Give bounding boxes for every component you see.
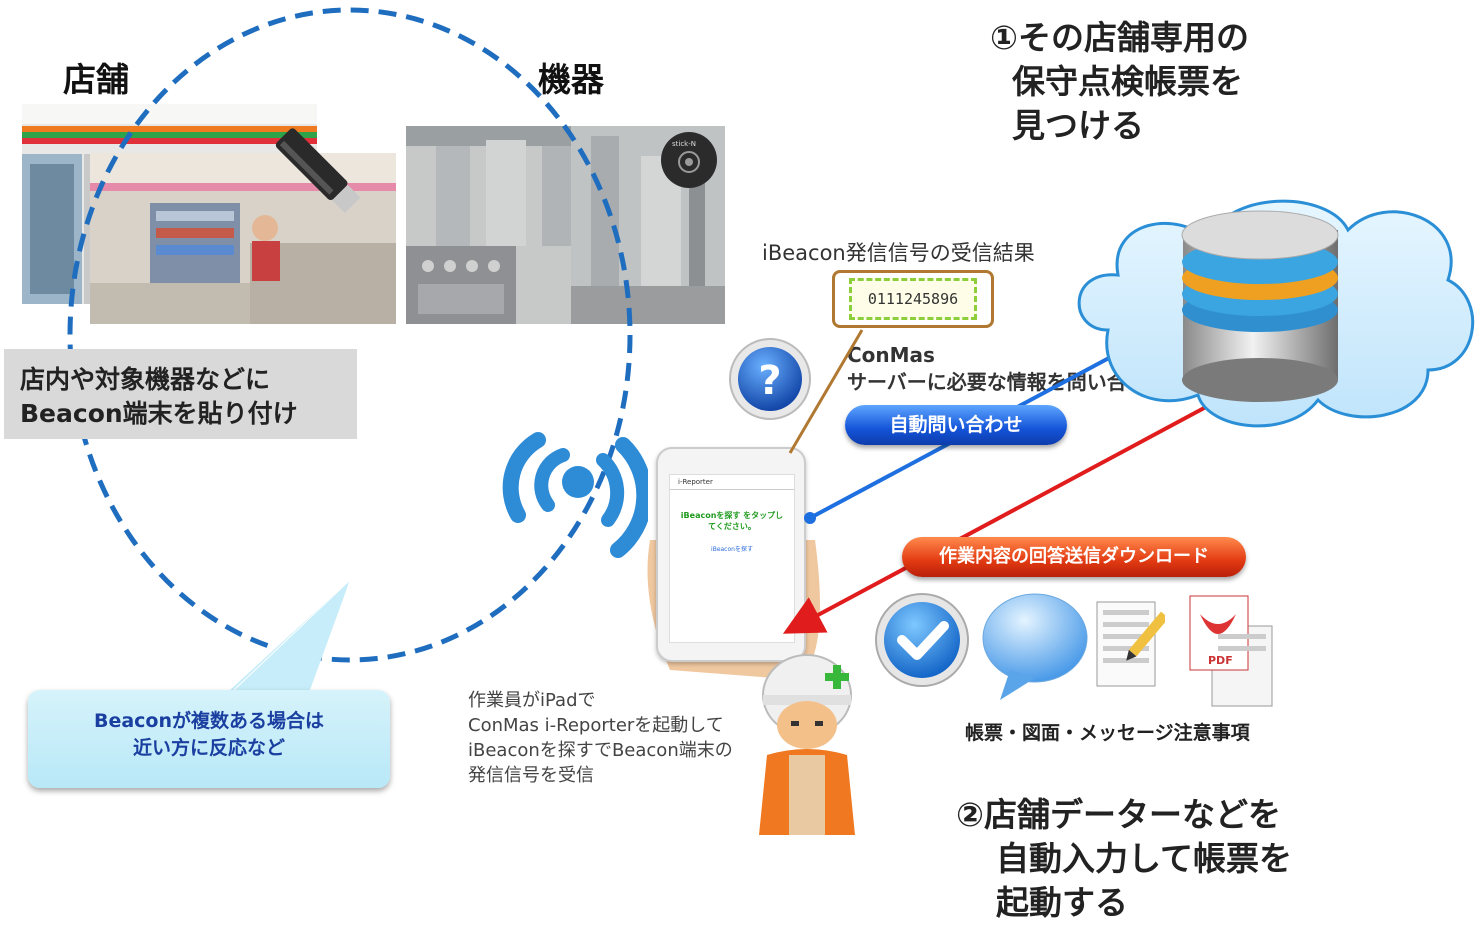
checkmark-icon: [872, 592, 972, 692]
step1-text: ①その店舗専用の 保守点検帳票を 見つける: [990, 16, 1249, 148]
pdf-label: PDF: [1208, 654, 1233, 667]
equipment-right-illustration: [571, 126, 725, 324]
app-title-bar: i-Reporter: [670, 475, 794, 490]
attach-beacon-line1: 店内や対象機器などに: [20, 365, 271, 394]
worker-line1: 作業員がiPadで: [468, 690, 596, 711]
ipad-tablet: i-Reporter iBeaconを探す をタップし てください。 iBeac…: [656, 447, 806, 662]
app-name: i-Reporter: [678, 478, 713, 486]
worker-line4: 発信信号を受信: [468, 765, 594, 786]
round-beacon-icon: [659, 130, 719, 194]
step1-line3: 見つける: [1012, 106, 1144, 145]
document-pencil-icon: [1095, 600, 1169, 694]
attach-beacon-line2: Beacon端末を貼り付け: [20, 399, 298, 428]
step2-text: ②店舗データーなどを 自動入力して帳票を 起動する: [956, 793, 1292, 925]
attach-beacon-note: 店内や対象機器などに Beacon端末を貼り付け: [4, 349, 357, 439]
equipment-photo-right: [571, 126, 725, 324]
usb-beacon-icon: [268, 112, 368, 236]
callout-line2: 近い方に反応など: [132, 737, 285, 759]
signal-waves-icon: [478, 400, 653, 564]
worker-line3: iBeaconを探すでBeacon端末の: [468, 740, 733, 761]
app-message-line2: てください。: [708, 522, 756, 531]
callout-line1: Beaconが複数ある場合は: [93, 710, 325, 732]
worker-description: 作業員がiPadで ConMas i-Reporterを起動して iBeacon…: [468, 688, 733, 788]
docs-caption: 帳票・図面・メッセージ注意事項: [965, 722, 1250, 744]
signal-value: 0111245896: [849, 278, 977, 320]
app-message-line1: iBeaconを探す をタップし: [680, 511, 784, 520]
database-cloud-icon: [1068, 180, 1478, 439]
find-ibeacon-link[interactable]: iBeaconを探す: [711, 546, 753, 553]
step2-line3: 起動する: [996, 883, 1128, 922]
step2-line1: ②店舗データーなどを: [956, 795, 1281, 834]
conmas-query-text: ConMas サーバーに必要な情報を問い合わせ: [847, 342, 1167, 396]
worker-line2: ConMas i-Reporterを起動して: [468, 715, 724, 736]
store-heading: 店舗: [63, 60, 129, 99]
download-button[interactable]: 作業内容の回答送信ダウンロード: [902, 537, 1246, 577]
step2-line2: 自動入力して帳票を: [996, 839, 1293, 878]
step1-line1: ①その店舗専用の: [990, 18, 1249, 57]
pdf-icon: [1188, 594, 1283, 718]
conmas-line2: サーバーに必要な情報を問い合わせ: [847, 370, 1167, 394]
equipment-heading: 機器: [538, 60, 604, 99]
signal-title: iBeacon発信信号の受信結果: [762, 241, 1035, 265]
conmas-line1: ConMas: [847, 343, 935, 367]
multiple-beacon-callout: Beaconが複数ある場合は 近い方に反応など: [28, 690, 390, 788]
speech-bubble-icon: [980, 590, 1090, 706]
tablet-screen: i-Reporter iBeaconを探す をタップし てください。 iBeac…: [669, 474, 795, 643]
signal-result-box: 0111245896: [832, 270, 994, 328]
question-icon: ?: [722, 336, 818, 426]
app-message: iBeaconを探す をタップし てください。: [670, 510, 794, 532]
svg-text:?: ?: [758, 358, 781, 404]
beacon-device-label: stick-N: [672, 140, 697, 148]
auto-query-button[interactable]: 自動問い合わせ: [845, 405, 1067, 445]
worker-icon: [737, 645, 877, 849]
step1-line2: 保守点検帳票を: [1012, 62, 1243, 101]
